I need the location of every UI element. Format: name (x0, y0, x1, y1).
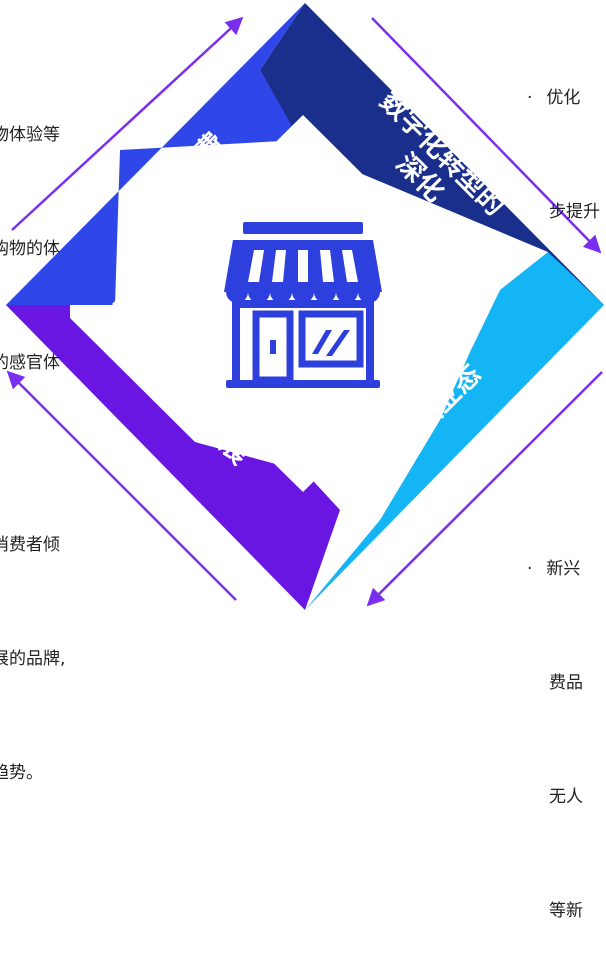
text-block-bottom-right: · 新兴 费品 无人 等新 (527, 474, 583, 968)
text-line: · 新兴 (527, 550, 583, 588)
quadrant-band-bottom-right (305, 252, 604, 610)
storefront-icon (224, 222, 382, 388)
quadrant-diagram: 品质消费 数字化转型的 深化 可持续发展 新兴业态 (6, 3, 604, 610)
text-line: 等新 (549, 901, 583, 921)
text-line: 展的品牌, (0, 649, 66, 669)
text-block-top-right: · 优化 步提升 (527, 3, 600, 269)
arrow-bottom-left (6, 370, 237, 601)
text-block-top-left: 物体验等 购物的体 的感官体 (0, 40, 60, 420)
bullet: · (527, 559, 533, 579)
text-block-bottom-left: 消费者倾 展的品牌, 趋势。 (0, 450, 65, 830)
text-line: 步提升 (549, 202, 600, 222)
quadrant-band-top-left (6, 3, 305, 305)
text-line: · 优化 (527, 79, 600, 117)
text-line: 费品 (549, 673, 583, 693)
arrow-top-right (371, 17, 602, 254)
text-line: 物体验等 (0, 125, 60, 145)
text-line-content: 优化 (546, 88, 581, 108)
text-line: 消费者倾 (0, 535, 60, 555)
text-line: 趋势。 (0, 763, 43, 783)
text-line: 无人 (549, 787, 583, 807)
text-line: 的感官体 (0, 353, 60, 373)
quadrant-band-top-right (260, 3, 604, 305)
text-line: 购物的体 (0, 239, 60, 259)
arrow-bottom-right (366, 371, 603, 607)
bullet: · (527, 88, 533, 108)
quadrant-band-bottom-left (6, 305, 340, 610)
arrow-top-left (11, 16, 244, 231)
text-line-content: 新兴 (546, 559, 581, 579)
